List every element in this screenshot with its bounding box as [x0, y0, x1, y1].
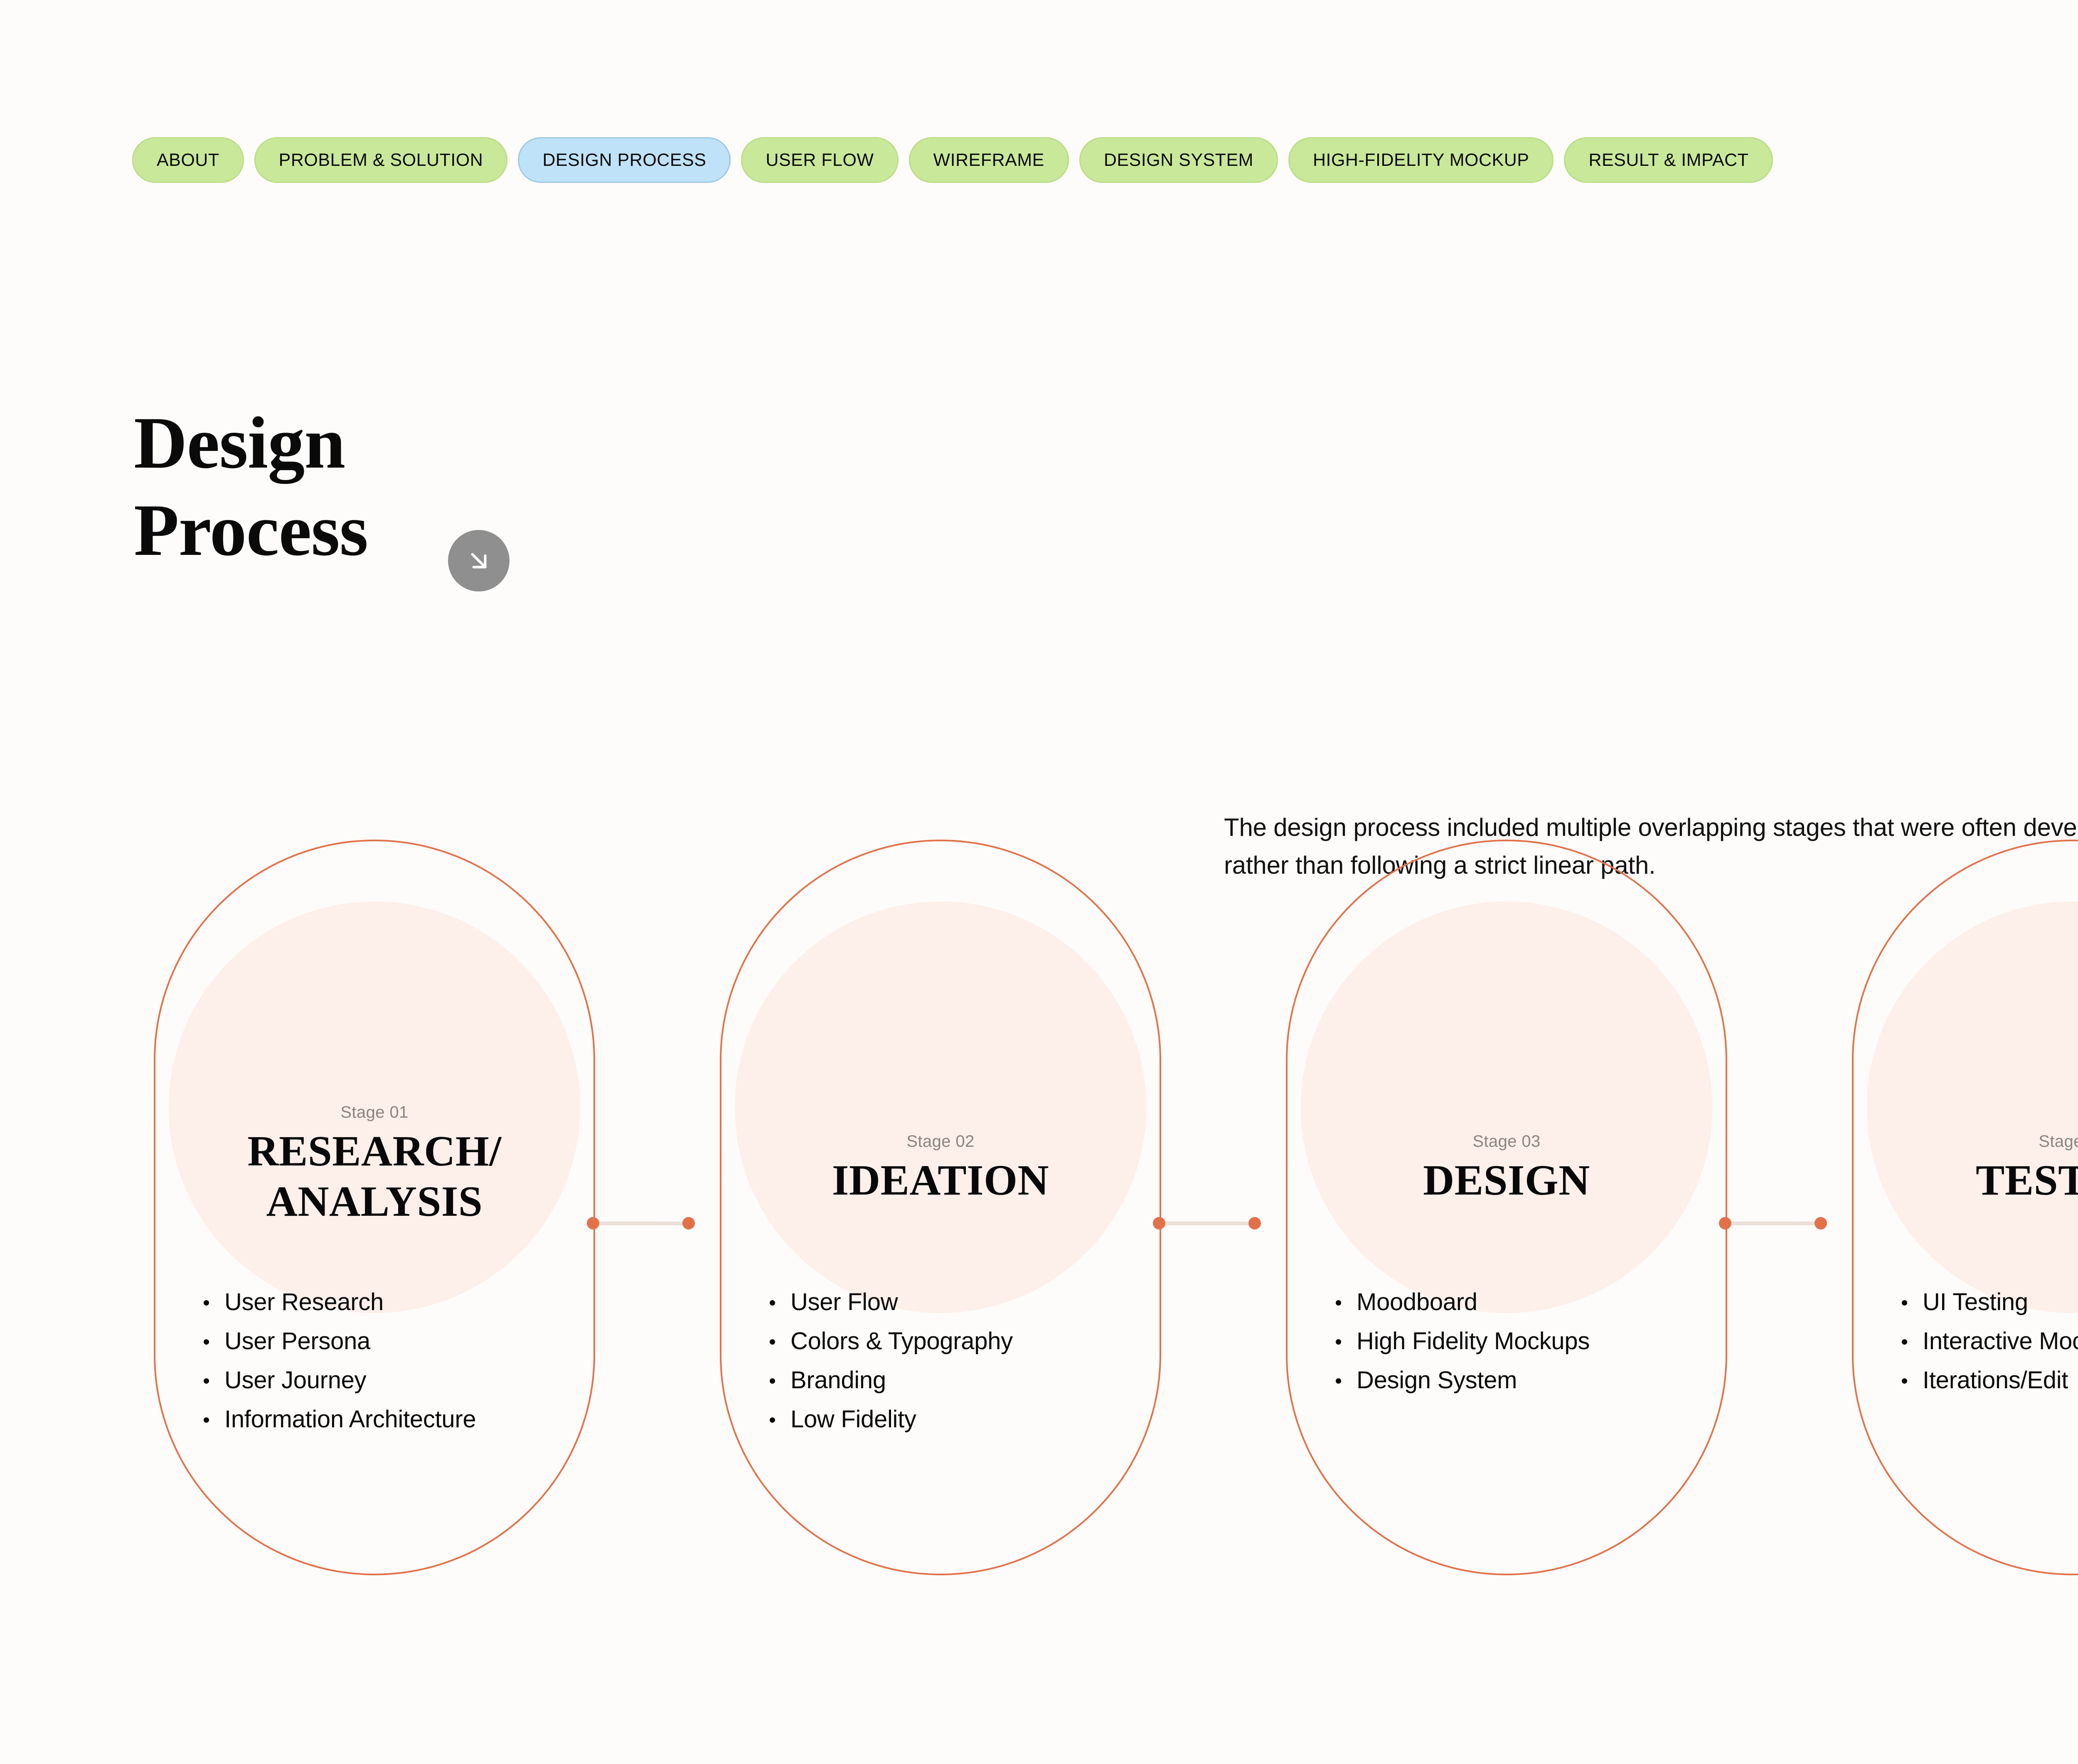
stage-card-02[interactable]: Stage 02 IDEATION User Flow Colors & Typ…	[720, 840, 1161, 1575]
section-header: Design Process The design process includ…	[0, 399, 2078, 879]
list-item: Branding	[767, 1368, 1160, 1392]
connector-dot-right	[1248, 1217, 1261, 1229]
nav-pill-label: PROBLEM & SOLUTION	[278, 150, 483, 170]
nav-pill-label: WIREFRAME	[933, 150, 1044, 170]
connector-line	[592, 1222, 690, 1225]
arrow-down-right-icon	[463, 545, 494, 576]
stage-title: RESEARCH/ ANALYSIS	[247, 1127, 502, 1225]
connector-dot-left	[587, 1217, 599, 1229]
stage-circle-decoration	[735, 902, 1146, 1313]
list-item: High Fidelity Mockups	[1333, 1329, 1726, 1353]
connector-dot-right	[682, 1217, 695, 1229]
stage-connector-3-4	[1719, 1217, 1827, 1229]
nav-pill-label: HIGH-FIDELITY MOCKUP	[1312, 150, 1529, 170]
list-item: UI Testing	[1899, 1290, 2078, 1314]
stage-bullet-list: UI Testing Interactive Mockup Iterations…	[1854, 1290, 2078, 1407]
stage-label: Stage 02	[906, 1132, 975, 1151]
stage-title: TESTING	[1976, 1156, 2078, 1204]
section-design-process-stages: Stage 01 RESEARCH/ ANALYSIS User Researc…	[0, 840, 2078, 1588]
list-item: Colors & Typography	[767, 1329, 1160, 1353]
nav-pill-about[interactable]: ABOUT	[132, 137, 244, 183]
list-item: Iterations/Edit	[1899, 1368, 2078, 1392]
nav-pill-label: DESIGN PROCESS	[542, 150, 707, 170]
nav-pill-wireframe[interactable]: WIREFRAME	[909, 137, 1069, 183]
nav-pill-user-flow[interactable]: USER FLOW	[741, 137, 899, 183]
stage-connector-2-3	[1153, 1217, 1261, 1229]
list-item: Design System	[1333, 1368, 1726, 1392]
stage-connector-1-2	[587, 1217, 695, 1229]
stage-title: DESIGN	[1423, 1156, 1590, 1204]
stage-bullet-list: User Flow Colors & Typography Branding L…	[721, 1290, 1160, 1446]
list-item: User Research	[201, 1290, 593, 1314]
stage-label: Stage 04	[2039, 1132, 2078, 1151]
stage-bullet-list: Moodboard High Fidelity Mockups Design S…	[1288, 1290, 1726, 1407]
scroll-down-button[interactable]	[448, 530, 510, 591]
nav-pill-result-and-impact[interactable]: RESULT & IMPACT	[1564, 137, 1773, 183]
stage-title: IDEATION	[832, 1156, 1049, 1204]
nav-pill-high-fidelity-mockup[interactable]: HIGH-FIDELITY MOCKUP	[1288, 137, 1554, 183]
list-item: Moodboard	[1333, 1290, 1726, 1314]
list-item: Information Architecture	[201, 1407, 593, 1431]
nav-pill-problem-and-solution[interactable]: PROBLEM & SOLUTION	[254, 137, 508, 183]
connector-line	[1158, 1222, 1256, 1225]
connector-dot-left	[1153, 1217, 1165, 1229]
nav-pill-design-process[interactable]: DESIGN PROCESS	[518, 137, 731, 183]
stage-circle-decoration	[1301, 902, 1712, 1313]
stage-circle-decoration	[169, 902, 580, 1313]
list-item: User Persona	[201, 1329, 593, 1353]
nav-pill-label: ABOUT	[157, 150, 219, 170]
stage-bullet-list: User Research User Persona User Journey …	[155, 1290, 593, 1446]
connector-dot-right	[1815, 1217, 1827, 1229]
list-item: Interactive Mockup	[1899, 1329, 2078, 1353]
stage-label: Stage 03	[1472, 1132, 1541, 1151]
stage-card-01[interactable]: Stage 01 RESEARCH/ ANALYSIS User Researc…	[154, 840, 595, 1575]
connector-dot-left	[1719, 1217, 1731, 1229]
stage-label: Stage 01	[340, 1103, 409, 1121]
stage-card-03[interactable]: Stage 03 DESIGN Moodboard High Fidelity …	[1286, 840, 1727, 1575]
stage-card-04[interactable]: Stage 04 TESTING UI Testing Interactive …	[1852, 840, 2078, 1575]
list-item: Low Fidelity	[767, 1407, 1160, 1431]
nav-pill-design-system[interactable]: DESIGN SYSTEM	[1079, 137, 1278, 183]
list-item: User Journey	[201, 1368, 593, 1392]
section-navigation: ABOUT PROBLEM & SOLUTION DESIGN PROCESS …	[132, 137, 1773, 183]
list-item: User Flow	[767, 1290, 1160, 1314]
nav-pill-label: RESULT & IMPACT	[1588, 150, 1749, 170]
connector-line	[1724, 1222, 1822, 1225]
page-title: Design Process	[134, 402, 368, 572]
nav-pill-label: USER FLOW	[766, 150, 874, 170]
nav-pill-label: DESIGN SYSTEM	[1103, 150, 1253, 170]
